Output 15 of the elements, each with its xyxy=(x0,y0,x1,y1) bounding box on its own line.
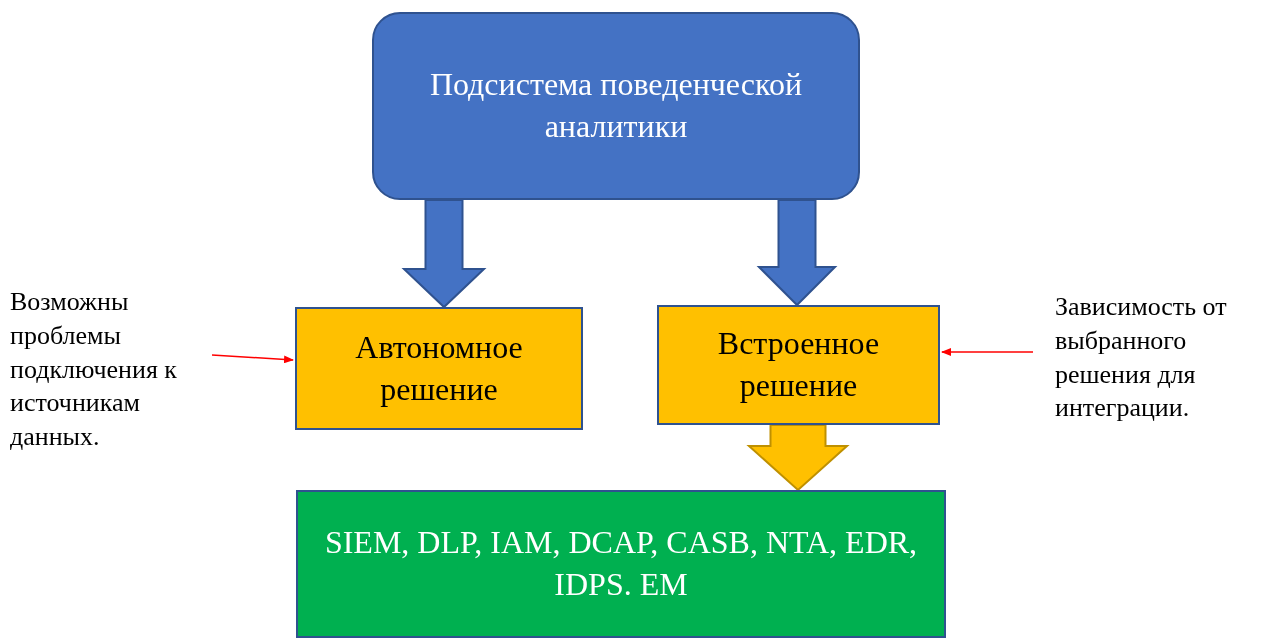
box-label: Встроенное решение xyxy=(716,324,881,405)
arrow xyxy=(211,354,294,364)
block-arrow xyxy=(746,424,850,492)
box-label: Подсистема поведенческой аналитики xyxy=(428,65,804,146)
annotation-text: Возможны проблемы подключения к источникам данных. xyxy=(10,285,210,465)
process-box xyxy=(295,307,583,430)
box-label: SIEM, DLP, IAM, DCAP, CASB, NTA, EDR, IDPS. EM xyxy=(323,523,919,604)
arrow xyxy=(941,348,1034,356)
annotation-text: Зависимость от выбранного решения для интеграции. xyxy=(1055,290,1267,436)
process-box xyxy=(657,305,940,425)
block-arrow xyxy=(756,199,838,307)
process-box xyxy=(296,490,946,638)
process-box xyxy=(372,12,860,200)
box-label: Автономное решение xyxy=(354,327,524,409)
block-arrow xyxy=(401,199,487,309)
